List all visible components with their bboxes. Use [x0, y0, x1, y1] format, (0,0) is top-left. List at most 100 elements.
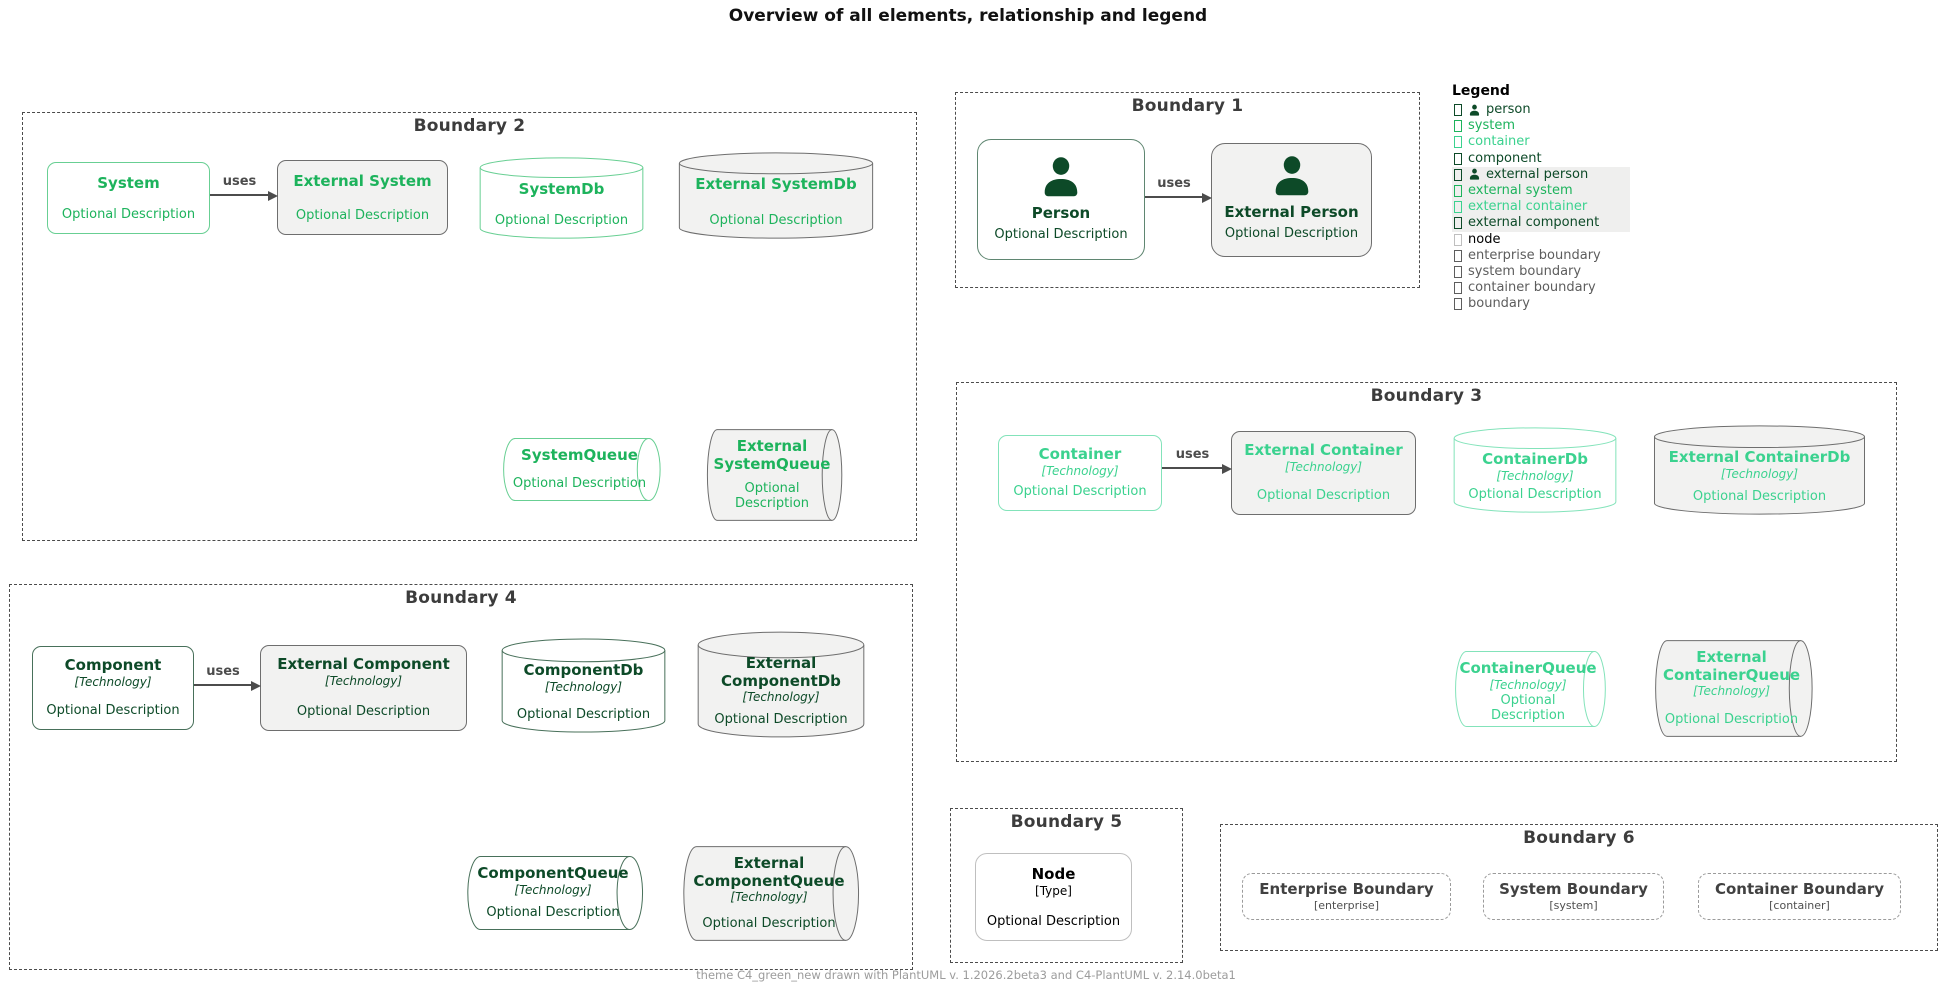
legend-item-label: external component [1468, 215, 1600, 231]
element-swatch-icon [1454, 120, 1462, 133]
boundary-5: Boundary 5 [950, 808, 1183, 963]
external-component-node: External Component [Technology] Optional… [260, 645, 467, 731]
node-technology: [Technology] [74, 674, 152, 689]
legend-item-label: node [1468, 231, 1501, 247]
node-description: Optional Description [61, 207, 196, 223]
legend-item-external-component: external component [1452, 215, 1630, 232]
queue-shape-icon [706, 429, 846, 521]
node-description: Optional Description [709, 213, 843, 229]
node-description: Optional Description [494, 213, 629, 229]
person-icon [1469, 104, 1480, 116]
legend-item-component: component [1452, 151, 1652, 167]
componentqueue-node: ComponentQueue [Technology] Optional Des… [466, 856, 648, 930]
relation-uses-arrow: uses [1145, 174, 1212, 203]
node-description: Optional Description [1692, 489, 1827, 505]
boundary-2-title: Boundary 2 [413, 116, 526, 136]
component-node: Component [Technology] Optional Descript… [32, 646, 194, 730]
legend-item-node: node [1452, 232, 1652, 248]
containerqueue-node: ContainerQueue [Technology] Optional Des… [1454, 651, 1610, 727]
boundary-2: Boundary 2 [22, 112, 917, 541]
node-title: Container Boundary [1714, 879, 1885, 898]
external-componentqueue-node: External ComponentQueue [Technology] Opt… [682, 846, 864, 941]
legend-title: Legend [1452, 83, 1510, 99]
element-swatch-icon [1454, 136, 1462, 149]
legend-item-label: container boundary [1468, 280, 1596, 296]
componentdb-node: ComponentDb [Technology] Optional Descri… [501, 638, 666, 733]
node-technology: [Technology] [1692, 684, 1771, 699]
node-description: Optional Description [994, 226, 1128, 242]
legend-item-container: container [1452, 134, 1652, 150]
boundary-4: Boundary 4 [9, 584, 913, 970]
legend-item-label: external system [1468, 182, 1573, 198]
queue-shape-icon [682, 846, 864, 941]
node-title: SystemDb [518, 180, 605, 198]
boundary-5-title: Boundary 5 [1010, 812, 1123, 832]
container-node: Container [Technology] Optional Descript… [998, 435, 1162, 511]
node-type: [system] [1549, 899, 1598, 913]
queue-shape-icon [502, 438, 665, 501]
footer-note: theme C4_green_new drawn with PlantUML v… [696, 968, 1236, 982]
legend-item-label: boundary [1468, 296, 1530, 312]
node-technology: [Technology] [730, 890, 808, 905]
person-icon [1469, 168, 1480, 180]
person-icon [1275, 156, 1308, 196]
legend-item-label: external container [1468, 199, 1588, 215]
element-swatch-icon [1454, 168, 1462, 181]
node-technology: [Technology] [544, 679, 623, 694]
node-title: External ComponentQueue [693, 854, 845, 890]
queue-shape-icon [1654, 640, 1817, 737]
boundary-3-title: Boundary 3 [1370, 386, 1483, 406]
element-swatch-icon [1454, 201, 1462, 214]
legend-item-label: container [1468, 134, 1530, 150]
node-description: Optional Description [46, 703, 180, 719]
node-description: Optional Description [986, 914, 1121, 930]
node-title: ComponentQueue [477, 864, 629, 882]
node-description: Optional Description [734, 480, 810, 512]
external-systemdb-node: External SystemDb Optional Description [678, 152, 874, 239]
legend-item-label: person [1486, 102, 1531, 117]
node-title: Node [1031, 865, 1076, 883]
relation-uses-arrow: uses [1162, 445, 1232, 474]
node-description: Optional Description [702, 916, 836, 932]
node-technology: [Technology] [324, 673, 403, 688]
legend: Legend person system container component… [1452, 83, 1652, 312]
external-container-node: External Container [Technology] Optional… [1231, 431, 1416, 515]
node-description: Optional Description [295, 208, 430, 224]
database-shape-icon [501, 638, 666, 733]
boundary-3: Boundary 3 [956, 382, 1897, 762]
node-title: ComponentDb [523, 661, 644, 679]
element-swatch-icon [1454, 104, 1462, 117]
legend-item-label: enterprise boundary [1468, 247, 1601, 263]
node-description: Optional Description [1224, 226, 1359, 242]
node-technology: [Technology] [1496, 468, 1574, 483]
database-shape-icon [678, 152, 874, 239]
legend-item-external-container: external container [1452, 199, 1630, 216]
legend-item-label: system [1468, 118, 1515, 134]
node-technology: [Technology] [1720, 466, 1799, 481]
containerdb-node: ContainerDb [Technology] Optional Descri… [1453, 427, 1617, 513]
element-swatch-icon [1454, 233, 1462, 246]
node-technology: [Technology] [1489, 677, 1567, 692]
element-swatch-icon [1454, 282, 1462, 295]
node-type: [Type] [1035, 883, 1072, 898]
node-title: External Person [1224, 203, 1359, 222]
system-boundary-node: System Boundary [system] [1483, 873, 1664, 920]
node-title: External SystemQueue [713, 437, 831, 473]
relation-label: uses [222, 174, 257, 189]
element-swatch-icon [1454, 249, 1462, 262]
database-shape-icon [697, 631, 865, 738]
external-person-node: External Person Optional Description [1211, 143, 1372, 257]
node-title: ContainerDb [1482, 450, 1588, 468]
relation-label: uses [1175, 447, 1210, 462]
node-title: System [97, 174, 160, 192]
relation-label: uses [206, 664, 240, 679]
external-containerdb-node: External ContainerDb [Technology] Option… [1653, 425, 1866, 515]
legend-item-boundary: boundary [1452, 296, 1652, 312]
boundary-4-title: Boundary 4 [405, 588, 517, 608]
external-systemqueue-node: External SystemQueue Optional Descriptio… [706, 429, 846, 521]
database-shape-icon [479, 157, 644, 239]
legend-item-person: person [1452, 102, 1652, 118]
node-technology: [Technology] [742, 690, 820, 705]
node-title: External Component [277, 655, 450, 673]
